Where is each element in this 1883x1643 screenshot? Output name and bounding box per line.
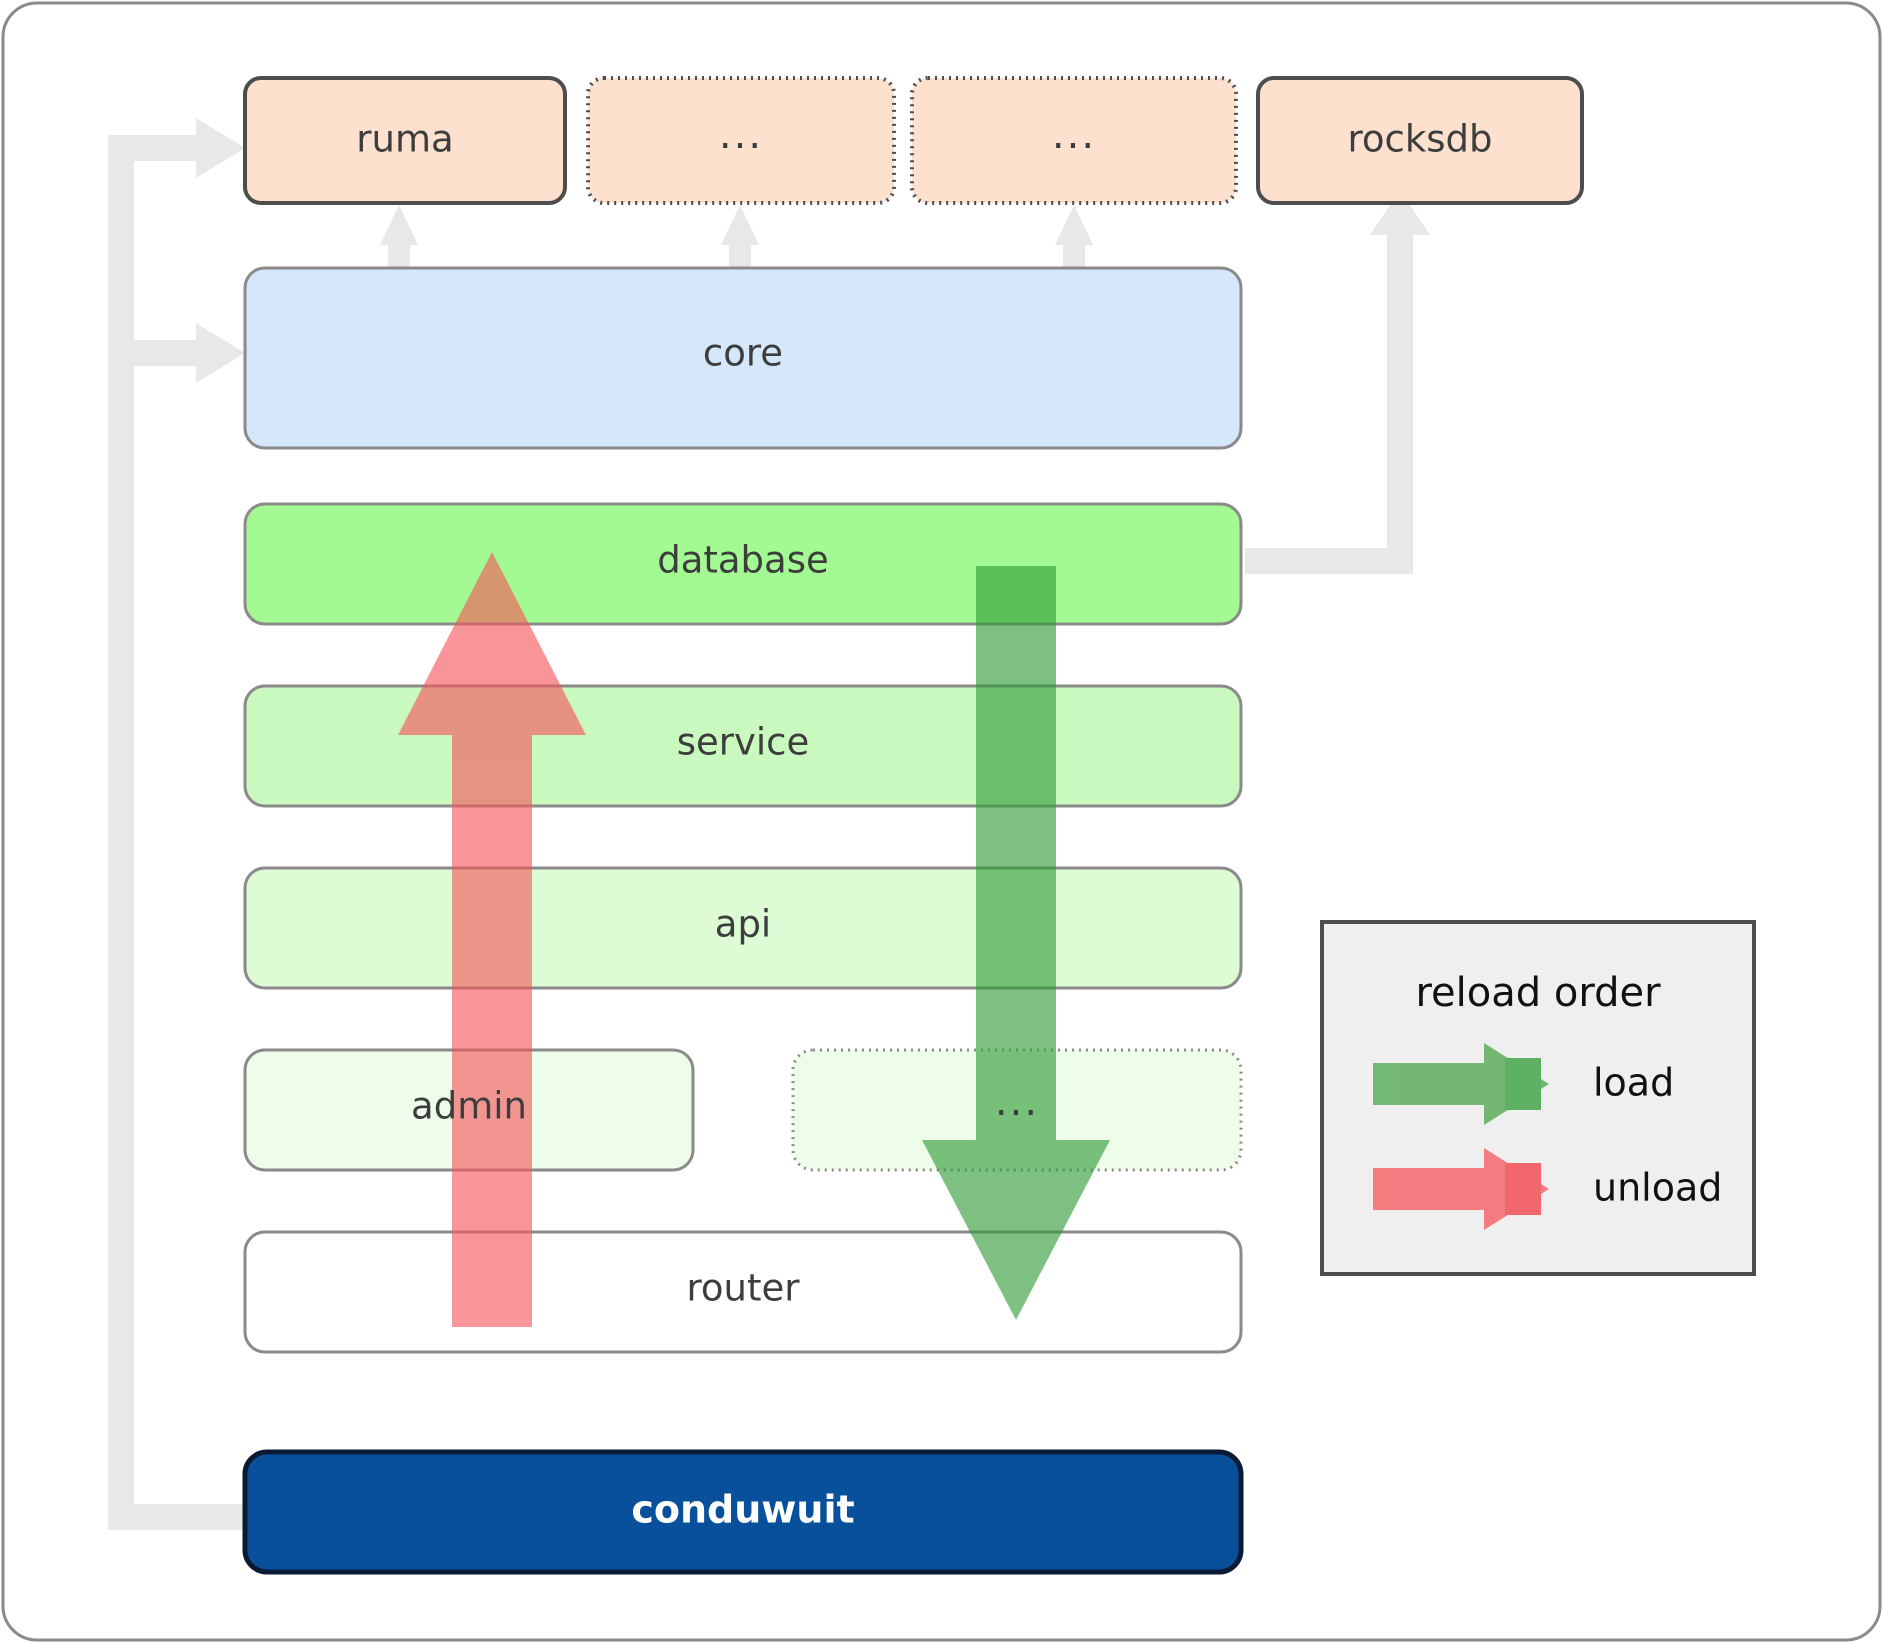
layer-label-admin: admin [411,1085,527,1128]
load-arrow [922,566,1110,1320]
unload-arrow [398,552,586,1327]
legend-panel: reload order load unload [1320,920,1756,1276]
legend-label-unload: unload [1593,1166,1722,1210]
dependency-label-dots-1: ... [719,112,763,158]
dependency-label-ruma: ruma [356,118,453,161]
layer-label-dots: ... [995,1079,1039,1125]
dependency-box-rocksdb[interactable]: rocksdb [1256,76,1584,205]
layer-labels: database service api admin ... router [411,539,1039,1310]
conduwuit-label: conduwuit [631,1488,854,1532]
dependency-box-dots-1[interactable]: ... [586,76,896,205]
dependency-box-dots-2[interactable]: ... [910,76,1238,205]
dependency-label-rocksdb: rocksdb [1347,118,1492,161]
dependency-row: ruma ... ... rocksdb [243,76,1584,205]
layer-label-database: database [657,539,829,582]
legend-entry-load [1373,1043,1549,1125]
legend-title: reload order [1415,970,1661,1016]
core-label: core [703,332,783,375]
legend-label-load: load [1593,1061,1674,1105]
core-box[interactable]: core [243,266,1243,450]
conduwuit-box[interactable]: conduwuit [242,1449,1244,1575]
conduwuit-dependency-connectors [108,118,248,1530]
dependency-box-ruma[interactable]: ruma [243,76,567,205]
legend-entry-unload [1373,1148,1549,1230]
dependency-label-dots-2: ... [1052,112,1096,158]
database-rocksdb-connector [1245,190,1430,574]
layer-label-router: router [687,1267,801,1310]
core-dependency-arrows [380,205,1093,275]
layer-label-api: api [715,903,771,946]
layer-label-service: service [677,721,810,764]
